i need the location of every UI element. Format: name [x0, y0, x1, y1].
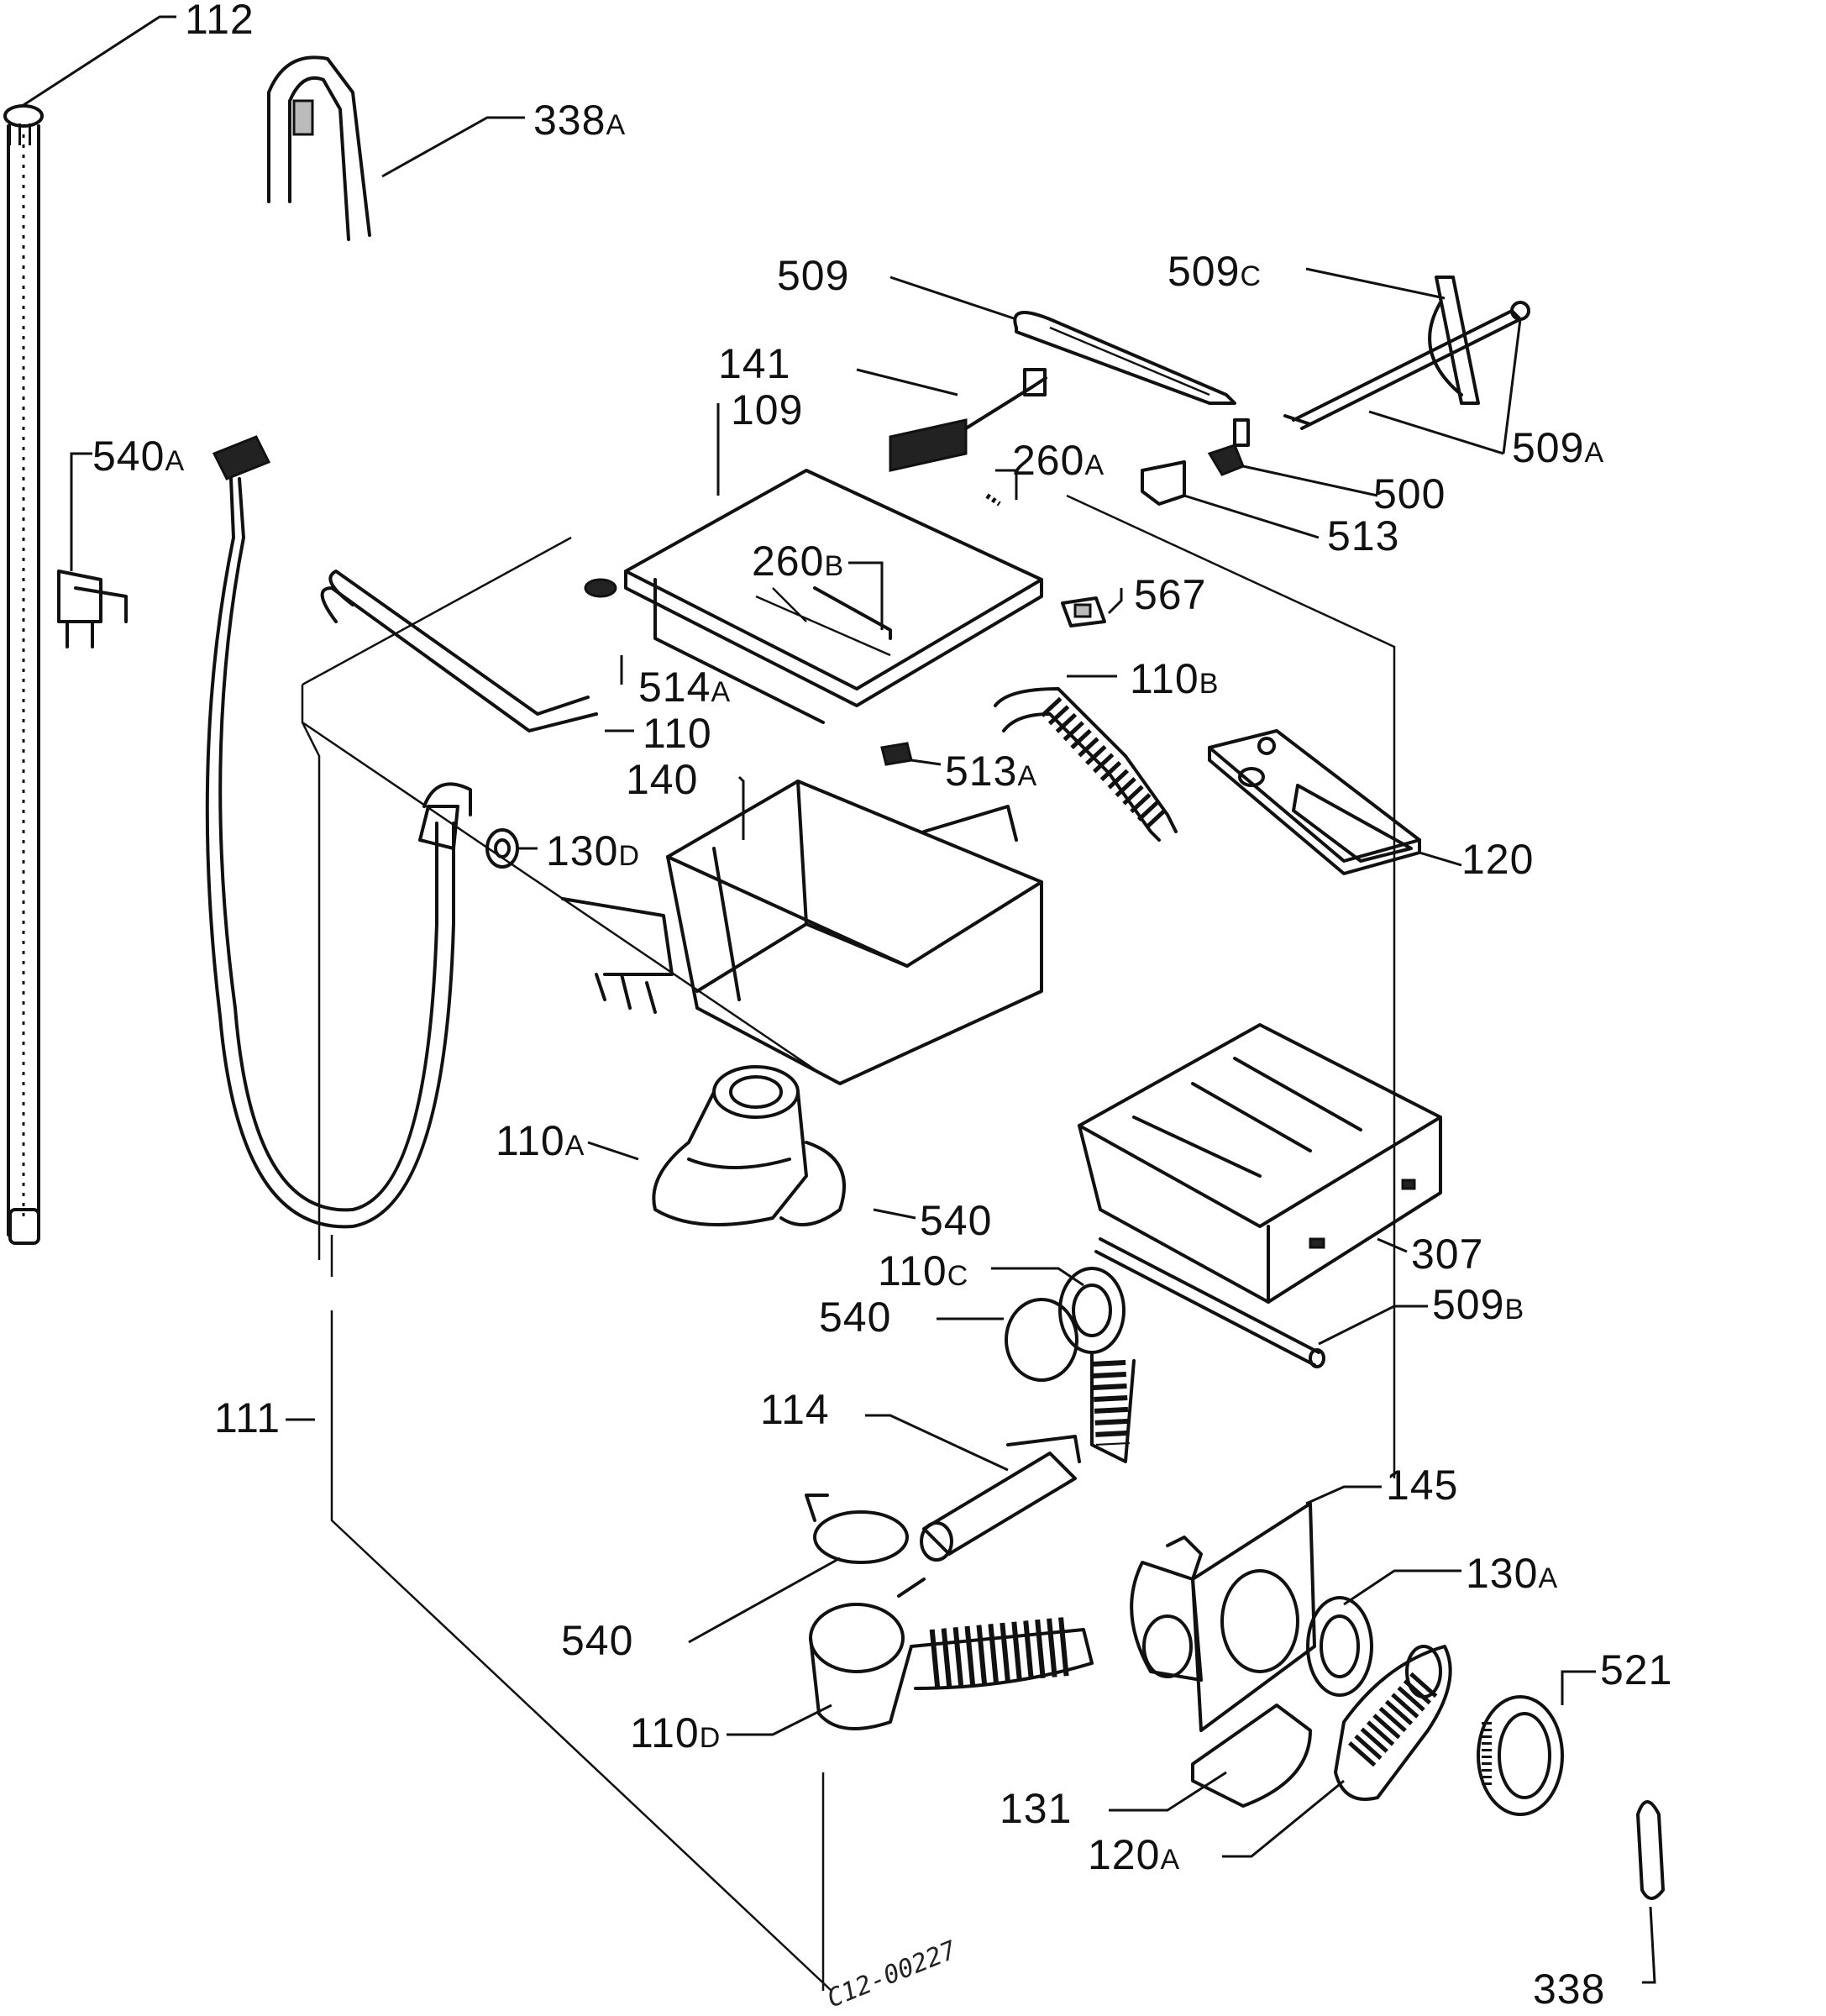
- label-114: 114: [760, 1386, 830, 1433]
- part-141-lever: [889, 368, 1047, 472]
- part-110d-drain-bellows: [809, 1578, 1094, 1730]
- label-540-1: 540: [920, 1197, 992, 1244]
- label-140: 140: [626, 756, 698, 803]
- part-338a-hose-hanger: [267, 55, 371, 241]
- label-120: 120: [1461, 836, 1534, 883]
- part-112-drain-hose: [3, 104, 44, 1245]
- label-130d: 130D: [546, 827, 640, 874]
- cabinet-outline: [301, 494, 1396, 1992]
- part-521-filter-knob: [1477, 1695, 1564, 1816]
- label-130a: 130A: [1466, 1550, 1558, 1597]
- label-110b: 110B: [1130, 655, 1219, 702]
- label-112: 112: [185, 0, 254, 43]
- part-540a-hose-clip: [57, 570, 128, 648]
- part-130d-seal-washer: [485, 828, 519, 869]
- part-111-inlet-hose: [205, 435, 472, 1229]
- label-338: 338: [1533, 1966, 1605, 2013]
- part-110a-sump: [652, 1065, 846, 1226]
- label-540-3: 540: [561, 1617, 633, 1664]
- label-145: 145: [1386, 1462, 1458, 1509]
- part-110c-bellows-elbow: [1005, 1267, 1136, 1463]
- part-260b-spring-clip: [813, 586, 892, 640]
- part-338-small-catch: [1636, 1800, 1665, 1900]
- label-509a: 509A: [1512, 424, 1604, 471]
- label-110a: 110A: [496, 1117, 585, 1164]
- part-567-catch: [1061, 596, 1106, 627]
- label-500: 500: [1373, 470, 1446, 517]
- part-509b-rod: [1094, 1237, 1325, 1368]
- label-567: 567: [1134, 571, 1206, 618]
- part-110b-bellows-hose: [994, 687, 1178, 842]
- label-141: 141: [718, 340, 790, 387]
- part-140-dispenser-housing: [561, 780, 1043, 1085]
- label-338a: 338A: [533, 97, 626, 144]
- drawing-code: C12-00227: [823, 1935, 961, 2013]
- part-labels: 112 338A 509 509C 141 109 509A 540A 260A…: [92, 0, 1672, 2013]
- label-509: 509: [777, 252, 849, 299]
- part-509a-rod: [1283, 301, 1530, 430]
- label-514a: 514A: [638, 664, 731, 711]
- label-307: 307: [1411, 1231, 1483, 1278]
- label-131: 131: [1000, 1785, 1072, 1832]
- label-521: 521: [1600, 1646, 1672, 1693]
- label-513a: 513A: [945, 748, 1037, 795]
- label-260a: 260A: [1012, 437, 1105, 484]
- part-114-tube: [920, 1435, 1081, 1562]
- part-260a-spring: [985, 493, 1001, 507]
- part-145-pump-housing: [1130, 1502, 1316, 1732]
- part-307-detergent-drawer: [1078, 1023, 1442, 1304]
- label-111: 111: [214, 1394, 281, 1441]
- part-540-lower-clamp: [805, 1494, 909, 1564]
- part-131-cover: [1191, 1704, 1312, 1808]
- label-109: 109: [731, 386, 803, 433]
- label-110d: 110D: [630, 1709, 721, 1756]
- part-513a-small-block: [880, 742, 913, 766]
- part-120a-filter: [1334, 1645, 1452, 1801]
- label-260b: 260B: [752, 538, 844, 585]
- label-513: 513: [1327, 512, 1399, 559]
- part-120-tray: [1208, 729, 1421, 875]
- part-109-dispenser-top-frame: [584, 469, 1043, 724]
- label-110: 110: [643, 710, 712, 757]
- label-110c: 110C: [878, 1247, 968, 1294]
- part-509-arm: [1013, 311, 1236, 405]
- part-513-bracket: [1141, 460, 1186, 506]
- part-509c-key: [1428, 276, 1480, 405]
- label-540-2: 540: [819, 1294, 891, 1341]
- label-509b: 509B: [1432, 1281, 1524, 1328]
- label-509c: 509C: [1167, 248, 1262, 295]
- part-500-valve: [1207, 418, 1250, 476]
- label-540a: 540A: [92, 433, 185, 480]
- label-120a: 120A: [1088, 1831, 1180, 1878]
- part-130a-seal-ring: [1306, 1596, 1373, 1697]
- leader-lines: [23, 15, 1656, 1984]
- part-110-top-hose: [320, 570, 598, 732]
